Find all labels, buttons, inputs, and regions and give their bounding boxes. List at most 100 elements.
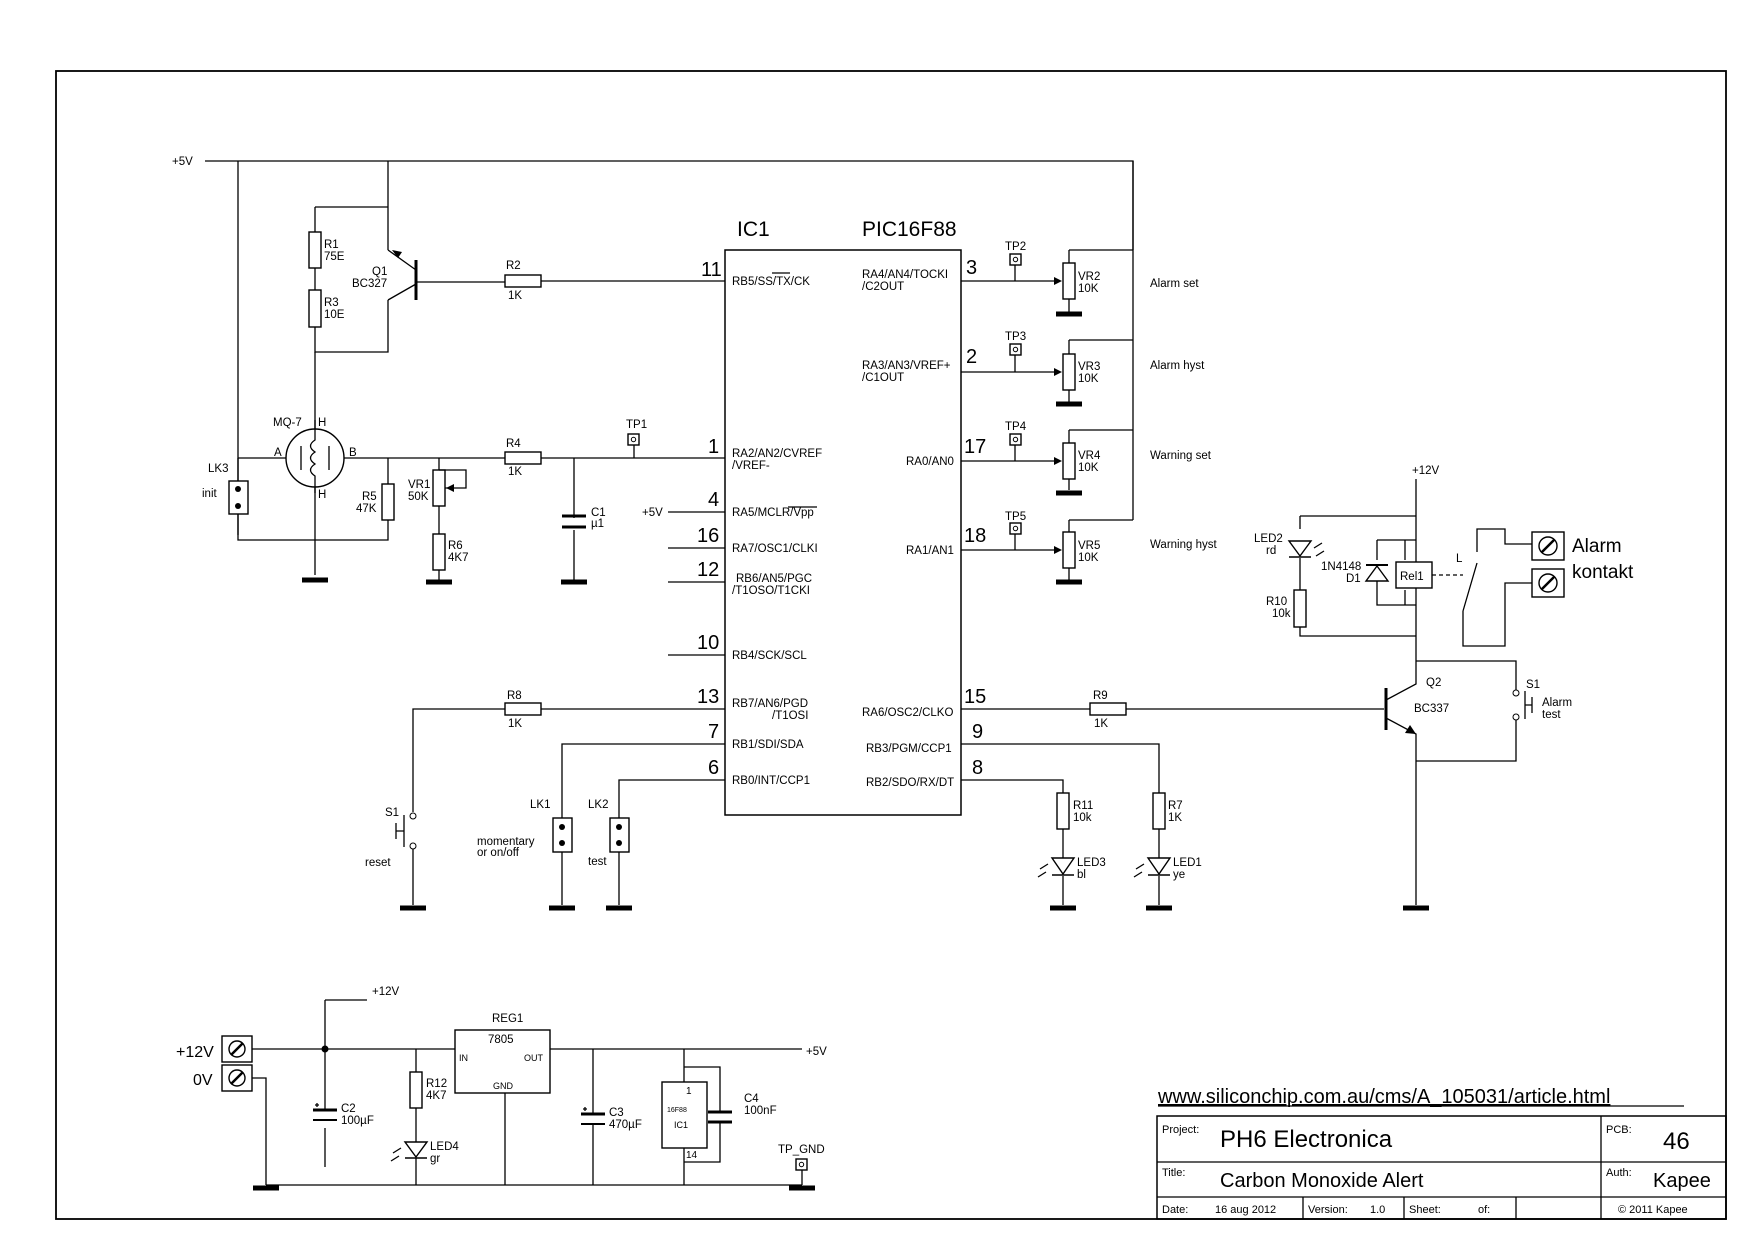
ic1b-ref: IC1	[674, 1120, 688, 1130]
ic1b-p14: 14	[686, 1150, 698, 1161]
led1-ref: LED1	[1173, 857, 1202, 869]
pin-num-7: 7	[708, 721, 719, 743]
s1-test-val: Alarm	[1542, 697, 1572, 709]
lk1-ref: LK1	[530, 799, 550, 811]
led3-ref: LED3	[1077, 857, 1106, 869]
pin-num-16: 16	[697, 525, 719, 547]
vr2-desc: Alarm set	[1150, 278, 1199, 290]
pin-num-17: 17	[964, 436, 986, 458]
s1-reset-val: reset	[365, 857, 391, 869]
vr5-ref: VR5	[1078, 540, 1100, 552]
r9-val: 1K	[1094, 718, 1108, 730]
s1-test-val2: test	[1542, 709, 1561, 721]
pin-name-ra1: RA1/AN1	[906, 545, 954, 557]
tb-title-label: Title:	[1162, 1167, 1185, 1179]
led1-val: ye	[1173, 869, 1185, 881]
tb-date-label: Date:	[1162, 1204, 1188, 1216]
r8-val: 1K	[508, 718, 522, 730]
r10-ref: R10	[1266, 596, 1287, 608]
r3-ref: R3	[324, 297, 339, 309]
reg1-gnd: GND	[493, 1081, 514, 1091]
ic1b-part: 16F88	[667, 1107, 687, 1114]
mq7-ph1: H	[318, 417, 326, 429]
pin-name-ra3: RA3/AN3/VREF+	[862, 360, 951, 372]
r3-val: 10E	[324, 309, 345, 321]
led3-val: bl	[1077, 869, 1086, 881]
pin-name-ra4: RA4/AN4/TOCKI	[862, 269, 948, 281]
pin-num-18: 18	[964, 525, 986, 547]
q1-transistor	[387, 249, 505, 301]
r2-ref: R2	[506, 260, 521, 272]
rail-label-5v-top: +5V	[172, 156, 193, 168]
vr5-desc: Warning hyst	[1150, 539, 1217, 551]
pin-num-3: 3	[966, 257, 977, 279]
pin-name-ra0: RA0/AN0	[906, 456, 954, 468]
q2-val: BC337	[1414, 703, 1449, 715]
q1-val: BC327	[352, 278, 387, 290]
tb-of-label: of:	[1478, 1204, 1490, 1216]
r4-val: 1K	[508, 466, 522, 478]
vr1-ref: VR1	[408, 479, 430, 491]
r12-ref: R12	[426, 1078, 447, 1090]
vr2-val: 10K	[1078, 283, 1099, 295]
pin-num-2: 2	[966, 346, 977, 368]
pin-name-ra5: RA5/MCLR/Vpp	[732, 507, 814, 519]
ic1-ref: IC1	[737, 218, 770, 241]
rail-label-5v-pin4: +5V	[642, 507, 663, 519]
c2-ref: C2	[341, 1103, 356, 1115]
mq7-pb: B	[349, 447, 357, 459]
rail-label-12v-relay: +12V	[1412, 465, 1440, 477]
pin-num-12: 12	[697, 559, 719, 581]
lk3-val: init	[202, 488, 218, 500]
q2-ref: Q2	[1426, 677, 1441, 689]
alarm-label-2: kontakt	[1572, 562, 1634, 583]
reg1-ref: REG1	[492, 1013, 523, 1025]
r11-ref: R11	[1073, 800, 1093, 812]
pin-name-ra4-b: /C2OUT	[862, 281, 904, 293]
tb-project: PH6 Electronica	[1220, 1126, 1393, 1153]
d1-val: D1	[1346, 573, 1361, 585]
s1-reset-ref: S1	[385, 807, 399, 819]
r2-val: 1K	[508, 290, 522, 302]
vr5-val: 10K	[1078, 552, 1099, 564]
pin-name-ra3-b: /C1OUT	[862, 372, 904, 384]
lk1-val: momentary	[477, 836, 535, 848]
tp2-ref: TP2	[1005, 241, 1026, 253]
tb-pcb: 46	[1663, 1128, 1690, 1155]
tb-auth-label: Auth:	[1606, 1167, 1632, 1179]
c1-ref: C1	[591, 507, 606, 519]
led4-ref: LED4	[430, 1141, 459, 1153]
pin-name-ra2-b: /VREF-	[732, 460, 770, 472]
c4-ref: C4	[744, 1093, 759, 1105]
pin-num-13: 13	[697, 686, 719, 708]
pin-name-rb4: RB4/SCK/SCL	[732, 650, 807, 662]
tp5-ref: TP5	[1005, 511, 1026, 523]
mq7-ref: MQ-7	[273, 417, 302, 429]
terminal-12v: +12V	[176, 1044, 214, 1061]
r12-val: 4K7	[426, 1090, 446, 1102]
vr1-val: 50K	[408, 491, 429, 503]
c1-val: µ1	[591, 518, 604, 530]
pin-name-rb6-b: /T1OSO/T1CKI	[732, 585, 810, 597]
vr3-val: 10K	[1078, 373, 1099, 385]
reg1-in: IN	[459, 1053, 468, 1063]
rail-label-5v-psu: +5V	[806, 1046, 827, 1058]
pin-num-11: 11	[701, 259, 722, 281]
pin-name-rb3: RB3/PGM/CCP1	[866, 743, 952, 755]
title-block: Project: PH6 Electronica PCB: 46 Title: …	[1156, 1115, 1727, 1220]
tp3-ref: TP3	[1005, 331, 1026, 343]
tp4-ref: TP4	[1005, 421, 1027, 433]
rel1-ref: Rel1	[1400, 571, 1424, 583]
r6-val: 4K7	[448, 552, 468, 564]
tb-auth: Kapee	[1653, 1170, 1711, 1192]
mq7-sensor	[238, 352, 388, 575]
lk2-ref: LK2	[588, 799, 608, 811]
vr3-desc: Alarm hyst	[1150, 360, 1205, 372]
r5-val: 47K	[356, 503, 377, 515]
tb-copyright: © 2011 Kapee	[1618, 1204, 1688, 1216]
r8-ref: R8	[507, 690, 522, 702]
led2-val: rd	[1266, 545, 1276, 557]
tb-date: 16 aug 2012	[1215, 1204, 1276, 1216]
s1-test-ref: S1	[1526, 679, 1540, 691]
r9-ref: R9	[1093, 690, 1108, 702]
